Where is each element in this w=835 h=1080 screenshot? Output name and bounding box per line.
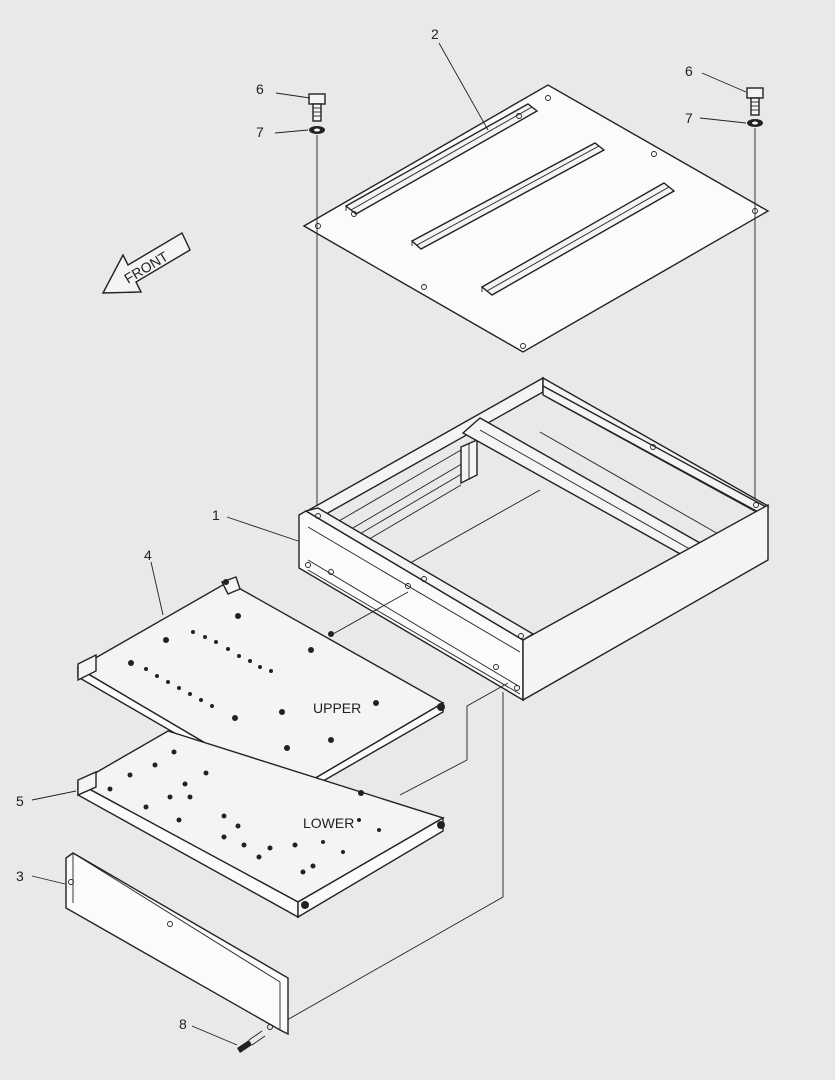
upper-drawer-holes	[128, 613, 379, 751]
main-enclosure-box	[298, 376, 770, 702]
cover-rail-1	[344, 103, 539, 215]
cover-rail-2	[410, 142, 606, 250]
callout-3: 3	[16, 868, 24, 884]
callout-7-right: 7	[685, 110, 693, 126]
callout-2: 2	[431, 26, 439, 42]
callout-8: 8	[179, 1016, 187, 1032]
upper-drawer-label: UPPER	[313, 700, 361, 716]
washer-left	[309, 126, 325, 134]
bolt-right	[746, 87, 764, 116]
front-cover-plate	[65, 852, 289, 1036]
bolt-left	[308, 93, 326, 122]
lower-drawer-holes	[107, 749, 381, 875]
callout-6-left: 6	[256, 81, 264, 97]
washer-right	[747, 119, 763, 127]
callout-1: 1	[212, 507, 220, 523]
top-cover-plate	[302, 84, 770, 353]
screw	[237, 1030, 266, 1053]
callout-leaders	[31, 42, 747, 1046]
callout-6-right: 6	[685, 63, 693, 79]
lower-drawer-tray: LOWER	[76, 730, 445, 919]
callout-4: 4	[144, 547, 152, 563]
cover-rail-3	[480, 182, 676, 296]
callout-7-left: 7	[256, 124, 264, 140]
callout-5: 5	[16, 793, 24, 809]
front-arrow: FRONT	[101, 232, 191, 294]
lower-drawer-label: LOWER	[303, 815, 354, 831]
